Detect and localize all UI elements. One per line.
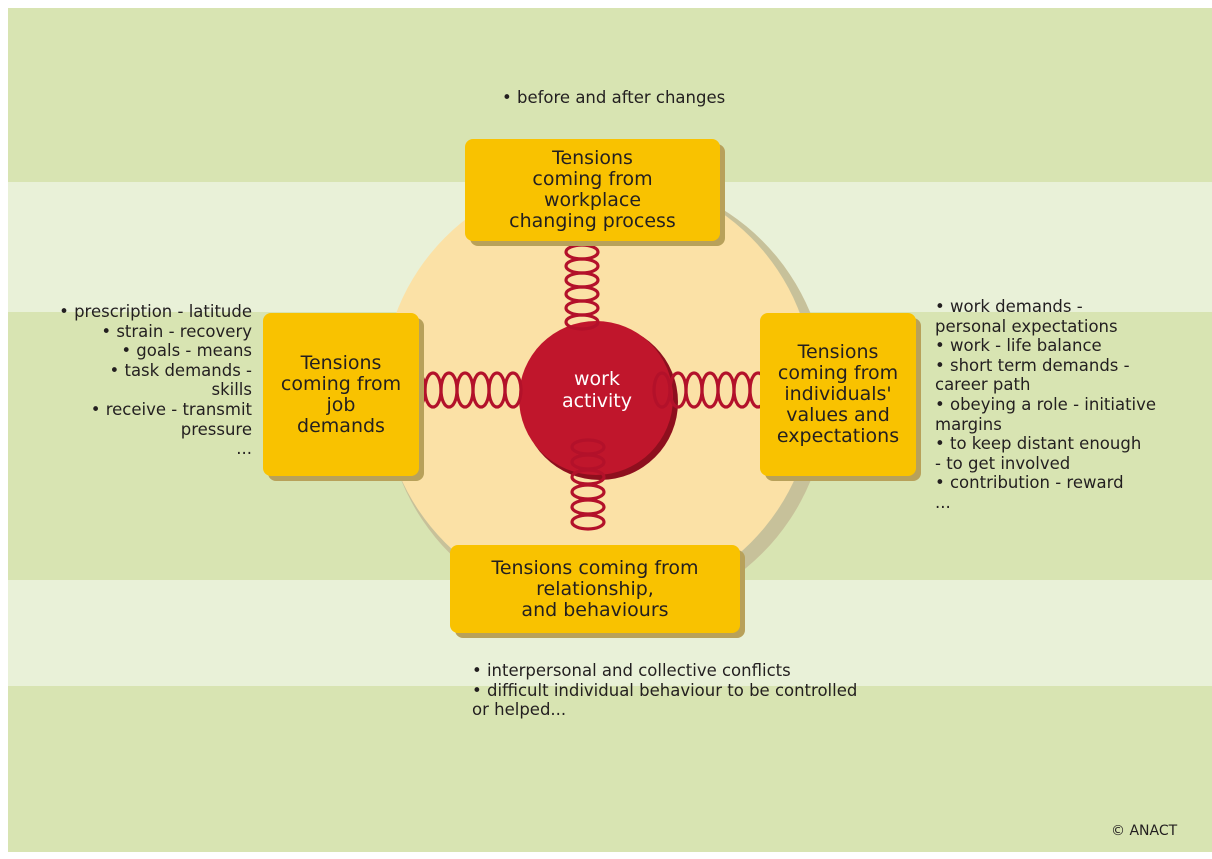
notes-left: • prescription - latitude• strain - reco…: [8, 302, 252, 459]
box-individuals-values: Tensions coming from individuals' values…: [760, 313, 916, 476]
note-line: • goals - means: [121, 341, 252, 361]
note-line: • contribution - reward: [935, 473, 1124, 493]
note-line: or helped...: [472, 700, 567, 720]
spring-top: [564, 243, 600, 331]
copyright: © ANACT: [1111, 823, 1178, 839]
note-line: • work demands -: [935, 297, 1083, 316]
spring-coil: [570, 513, 606, 531]
note-line: • difficult individual behaviour to be c…: [472, 680, 858, 700]
note-line: - to get involved: [935, 453, 1071, 473]
note-line: ...: [935, 492, 951, 512]
note-line: • receive - transmit: [90, 399, 252, 419]
spring-coil: [503, 371, 523, 409]
note-line: • obeying a role - initiative: [935, 394, 1157, 414]
note-line: • prescription - latitude: [59, 302, 252, 321]
center-circle: [519, 321, 673, 475]
box-workplace-changing-process: Tensions coming from workplace changing …: [465, 139, 720, 241]
note-line: • work - life balance: [935, 336, 1102, 356]
center-label: work activity: [561, 368, 633, 412]
note-line: margins: [935, 414, 1002, 434]
note-line: • to keep distant enough: [935, 434, 1142, 454]
note-line: career path: [935, 375, 1031, 395]
note-line: ...: [236, 439, 252, 459]
box-relationship-behaviours: Tensions coming from relationship, and b…: [450, 545, 740, 633]
note-line: • before and after changes: [502, 88, 726, 107]
spring-bottom: [570, 438, 606, 531]
note-line: • interpersonal and collective conflicts: [472, 661, 791, 680]
note-line: skills: [211, 380, 252, 400]
note-line: personal expectations: [935, 316, 1118, 336]
note-line: pressure: [180, 419, 252, 439]
notes-top: • before and after changes: [502, 88, 725, 108]
box-job-demands: Tensions coming from job demands: [263, 313, 419, 476]
background-band: [8, 686, 1212, 852]
note-line: • strain - recovery: [101, 321, 252, 341]
spring-coil: [564, 313, 600, 331]
notes-right: • work demands -personal expectations• w…: [935, 297, 1156, 513]
note-line: • task demands -: [109, 360, 253, 380]
notes-bottom: • interpersonal and collective conflicts…: [472, 661, 857, 720]
note-line: • short term demands -: [935, 355, 1130, 375]
